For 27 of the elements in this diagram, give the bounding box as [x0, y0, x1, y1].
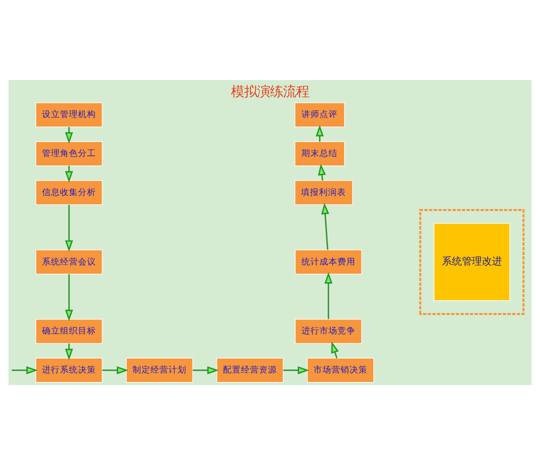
arrow: [331, 341, 339, 358]
node-box: 系统经营会议: [36, 249, 103, 274]
node-box: 制定经营计划: [126, 357, 194, 382]
node-box: 管理角色分工: [36, 140, 103, 166]
arrow: [283, 366, 310, 374]
arrow: [192, 366, 219, 374]
node-box: 信息收集分析: [36, 180, 103, 205]
arrow: [65, 204, 74, 252]
arrow: [65, 274, 74, 321]
node-box: 进行市场竞争: [294, 318, 362, 344]
node-box: 确立组织目标: [36, 318, 103, 344]
node-box: 市场营销决策: [307, 357, 374, 382]
node-box: 期末总结: [294, 140, 345, 166]
node-box: 系统管理改进: [434, 222, 510, 300]
arrow: [321, 202, 330, 250]
diagram-title: 模拟演练流程: [231, 84, 309, 100]
node-box: 配置经营资源: [216, 357, 284, 382]
node-box: 设立管理机构: [36, 102, 103, 127]
arrow: [316, 124, 324, 142]
arrow: [102, 366, 128, 374]
node-box: 进行系统决策: [36, 357, 103, 382]
node-box: 填报利润表: [294, 180, 353, 205]
cluster: [419, 208, 524, 314]
arrow: [324, 272, 332, 319]
node-box: 统计成本费用: [294, 249, 362, 274]
node-box: 讲师点评: [294, 102, 345, 127]
arrow: [12, 366, 38, 374]
